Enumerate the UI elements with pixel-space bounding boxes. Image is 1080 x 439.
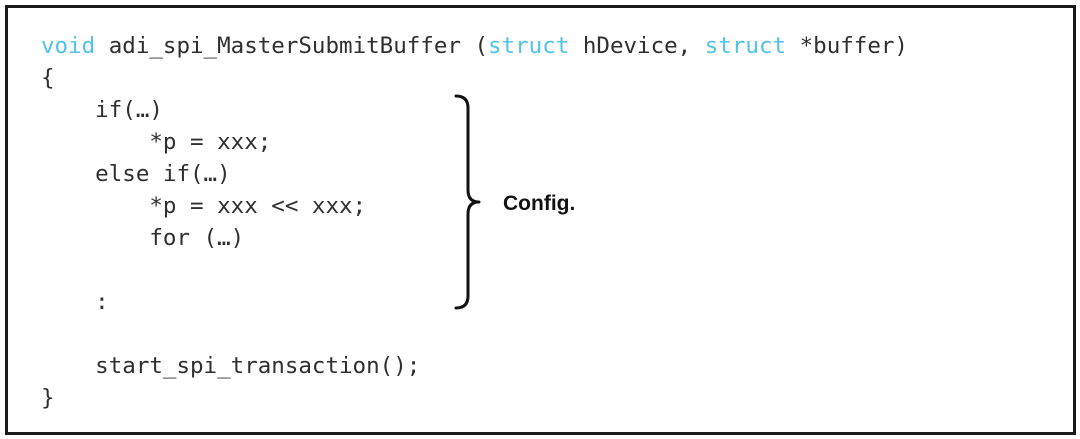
code-line-blank-2 <box>41 318 908 350</box>
keyword-struct-1: struct <box>488 33 570 59</box>
function-signature: void adi_spi_MasterSubmitBuffer (struct … <box>41 30 908 62</box>
function-name: adi_spi_MasterSubmitBuffer ( <box>95 33 489 59</box>
code-line-start-transaction: start_spi_transaction(); <box>41 353 421 379</box>
code-line-else-if: else if(…) <box>41 161 231 187</box>
code-line-for: for (…) <box>41 225 245 251</box>
code-line-ellipsis: : <box>41 289 109 315</box>
keyword-void: void <box>41 33 96 59</box>
param-buffer: *buffer) <box>786 33 908 59</box>
code-line-shift-assign: *p = xxx << xxx; <box>41 193 367 219</box>
code-line-assign: *p = xxx; <box>41 129 272 155</box>
code-line-if: if(…) <box>41 97 163 123</box>
code-figure-frame: void adi_spi_MasterSubmitBuffer (struct … <box>5 5 1076 435</box>
curly-brace-icon <box>454 94 481 310</box>
param-hdevice: hDevice, <box>569 33 705 59</box>
open-brace: { <box>41 65 55 91</box>
close-brace: } <box>41 385 55 411</box>
keyword-struct-2: struct <box>704 33 787 59</box>
config-annotation-label: Config. <box>503 192 576 215</box>
code-block: void adi_spi_MasterSubmitBuffer (struct … <box>41 30 908 414</box>
